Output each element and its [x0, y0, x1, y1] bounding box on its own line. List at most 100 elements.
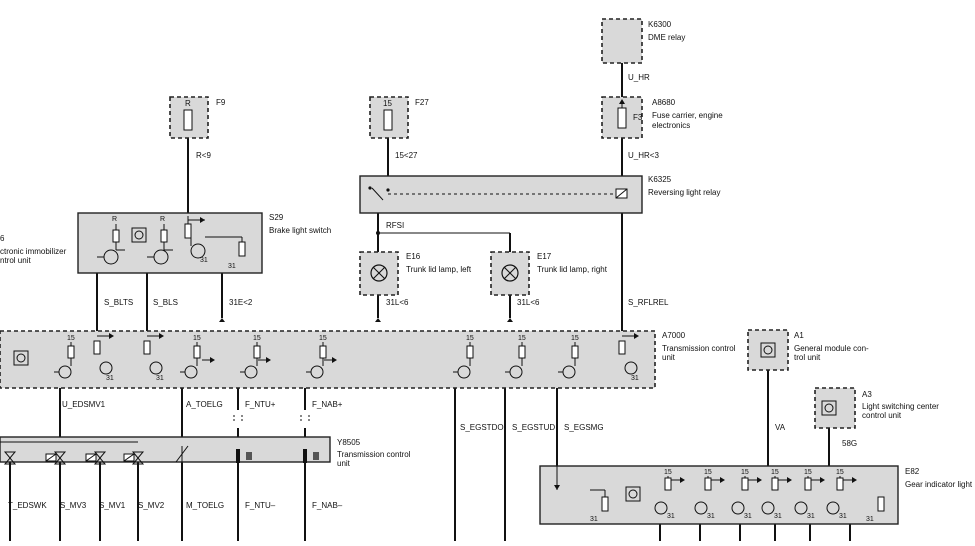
a8680-id: A8680	[652, 98, 676, 107]
f27-id: F27	[415, 98, 429, 107]
a7000-pin-31: 31	[156, 375, 164, 382]
svg-text:R: R	[112, 216, 117, 223]
a8680-fuse: F3	[633, 113, 643, 122]
signal-s-bls: S_BLS	[153, 298, 178, 307]
signal-m-toelg: M_TOELG	[186, 501, 224, 510]
component-immobilizer: 6 ctronic immobilizer ntrol unit	[0, 234, 67, 265]
e82-id: E82	[905, 467, 920, 476]
signal-f-nab-plus: F_NAB+	[312, 400, 343, 409]
e17-name: Trunk lid lamp, right	[537, 265, 608, 274]
s29-name: Brake light switch	[269, 226, 331, 235]
signal-s-mv2: S_MV2	[138, 501, 165, 510]
signal-58g: 58G	[842, 439, 857, 448]
component-a8680: F3 A8680 Fuse carrier, engine electronic…	[601, 96, 723, 139]
component-f27: 15 F27	[369, 96, 429, 139]
component-e17: E17 Trunk lid lamp, right	[490, 251, 608, 296]
a3-name-2: control unit	[862, 411, 902, 420]
a7000-pin-15: 15	[466, 335, 474, 342]
signal-rfsi: RFSI	[386, 221, 404, 230]
signal-s-rflrel: S_RFLREL	[628, 298, 669, 307]
e82-pin-31: 31	[707, 513, 715, 520]
svg-text:31: 31	[590, 516, 598, 523]
component-s29: R R 31 31 S29 Brake light switch	[77, 212, 331, 274]
signal-s-egstud: S_EGSTUD	[512, 423, 555, 432]
e82-pin-31: 31	[744, 513, 752, 520]
e82-name: Gear indicator light	[905, 480, 973, 489]
immobilizer-name-1: ctronic immobilizer	[0, 247, 67, 256]
signal-r9: R<9	[196, 151, 211, 160]
a7000-name-2: unit	[662, 353, 676, 362]
immobilizer-id: 6	[0, 234, 5, 243]
signal-t-edswk: T_EDSWK	[8, 501, 47, 510]
signal-31l6-right: 31L<6	[517, 298, 540, 307]
signal-s-mv3: S_MV3	[60, 501, 87, 510]
e82-pin-31: 31	[839, 513, 847, 520]
y8505-name-2: unit	[337, 459, 351, 468]
y8505-name-1: Transmission control	[337, 450, 411, 459]
a7000-pin-15: 15	[518, 335, 526, 342]
e82-pin-15: 15	[704, 469, 712, 476]
a7000-pin-15: 15	[253, 335, 261, 342]
a8680-name-1: Fuse carrier, engine	[652, 111, 723, 120]
svg-text:31: 31	[200, 257, 208, 264]
a3-id: A3	[862, 390, 872, 399]
signal-f-ntu-plus: F_NTU+	[245, 400, 276, 409]
immobilizer-name-2: ntrol unit	[0, 256, 31, 265]
signal-31l6-left: 31L<6	[386, 298, 409, 307]
e82-pin-15: 15	[741, 469, 749, 476]
e82-pin-31: 31	[807, 513, 815, 520]
a7000-pin-15: 15	[571, 335, 579, 342]
component-f9: R F9	[169, 96, 226, 139]
a1-name-1: General module con-	[794, 344, 869, 353]
a7000-pin-15: 15	[193, 335, 201, 342]
e82-pin-15: 15	[804, 469, 812, 476]
svg-text:31: 31	[228, 263, 236, 270]
component-y8505: Y8505 Transmission control unit	[0, 436, 411, 468]
k6325-name: Reversing light relay	[648, 188, 720, 197]
a7000-pin-31: 31	[106, 375, 114, 382]
e16-name: Trunk lid lamp, left	[406, 265, 472, 274]
f27-pin: 15	[383, 99, 392, 108]
component-a1: A1 General module con- trol unit	[747, 329, 869, 371]
signal-u-hr3: U_HR<3	[628, 151, 659, 160]
signal-f-ntu-minus: F_NTU–	[245, 501, 276, 510]
signal-31e2: 31E<2	[229, 298, 253, 307]
y8505-id: Y8505	[337, 438, 361, 447]
a3-name-1: Light switching center	[862, 402, 939, 411]
a7000-name-1: Transmission control	[662, 344, 736, 353]
e16-id: E16	[406, 252, 421, 261]
signal-s-mv1: S_MV1	[99, 501, 126, 510]
a1-id: A1	[794, 331, 804, 340]
a7000-id: A7000	[662, 331, 686, 340]
signal-s-blts: S_BLTS	[104, 298, 133, 307]
component-e16: E16 Trunk lid lamp, left	[359, 251, 472, 296]
a7000-pin-15: 15	[319, 335, 327, 342]
signal-1527: 15<27	[395, 151, 418, 160]
e82-pin-15: 15	[664, 469, 672, 476]
signal-u-edsmv1: U_EDSMV1	[62, 400, 106, 409]
component-k6325: K6325 Reversing light relay	[359, 175, 720, 214]
signal-s-egsmg: S_EGSMG	[564, 423, 604, 432]
signal-u-hr: U_HR	[628, 73, 650, 82]
f9-pin: R	[185, 99, 191, 108]
signal-va: VA	[775, 423, 786, 432]
a7000-pin-31: 31	[631, 375, 639, 382]
f9-id: F9	[216, 98, 226, 107]
k6300-name: DME relay	[648, 33, 685, 42]
component-k6300: K6300 DME relay	[601, 18, 685, 64]
e82-pin-15: 15	[836, 469, 844, 476]
e17-id: E17	[537, 252, 552, 261]
wires	[9, 63, 851, 541]
signal-s-egstdo: S_EGSTDO	[460, 423, 504, 432]
component-a3: A3 Light switching center control unit	[814, 387, 939, 429]
e82-pin-15: 15	[771, 469, 779, 476]
e82-pin-31: 31	[667, 513, 675, 520]
k6325-id: K6325	[648, 175, 672, 184]
s29-id: S29	[269, 213, 284, 222]
k6300-id: K6300	[648, 20, 672, 29]
signal-a-toelg: A_TOELG	[186, 400, 223, 409]
a8680-name-2: electronics	[652, 121, 690, 130]
